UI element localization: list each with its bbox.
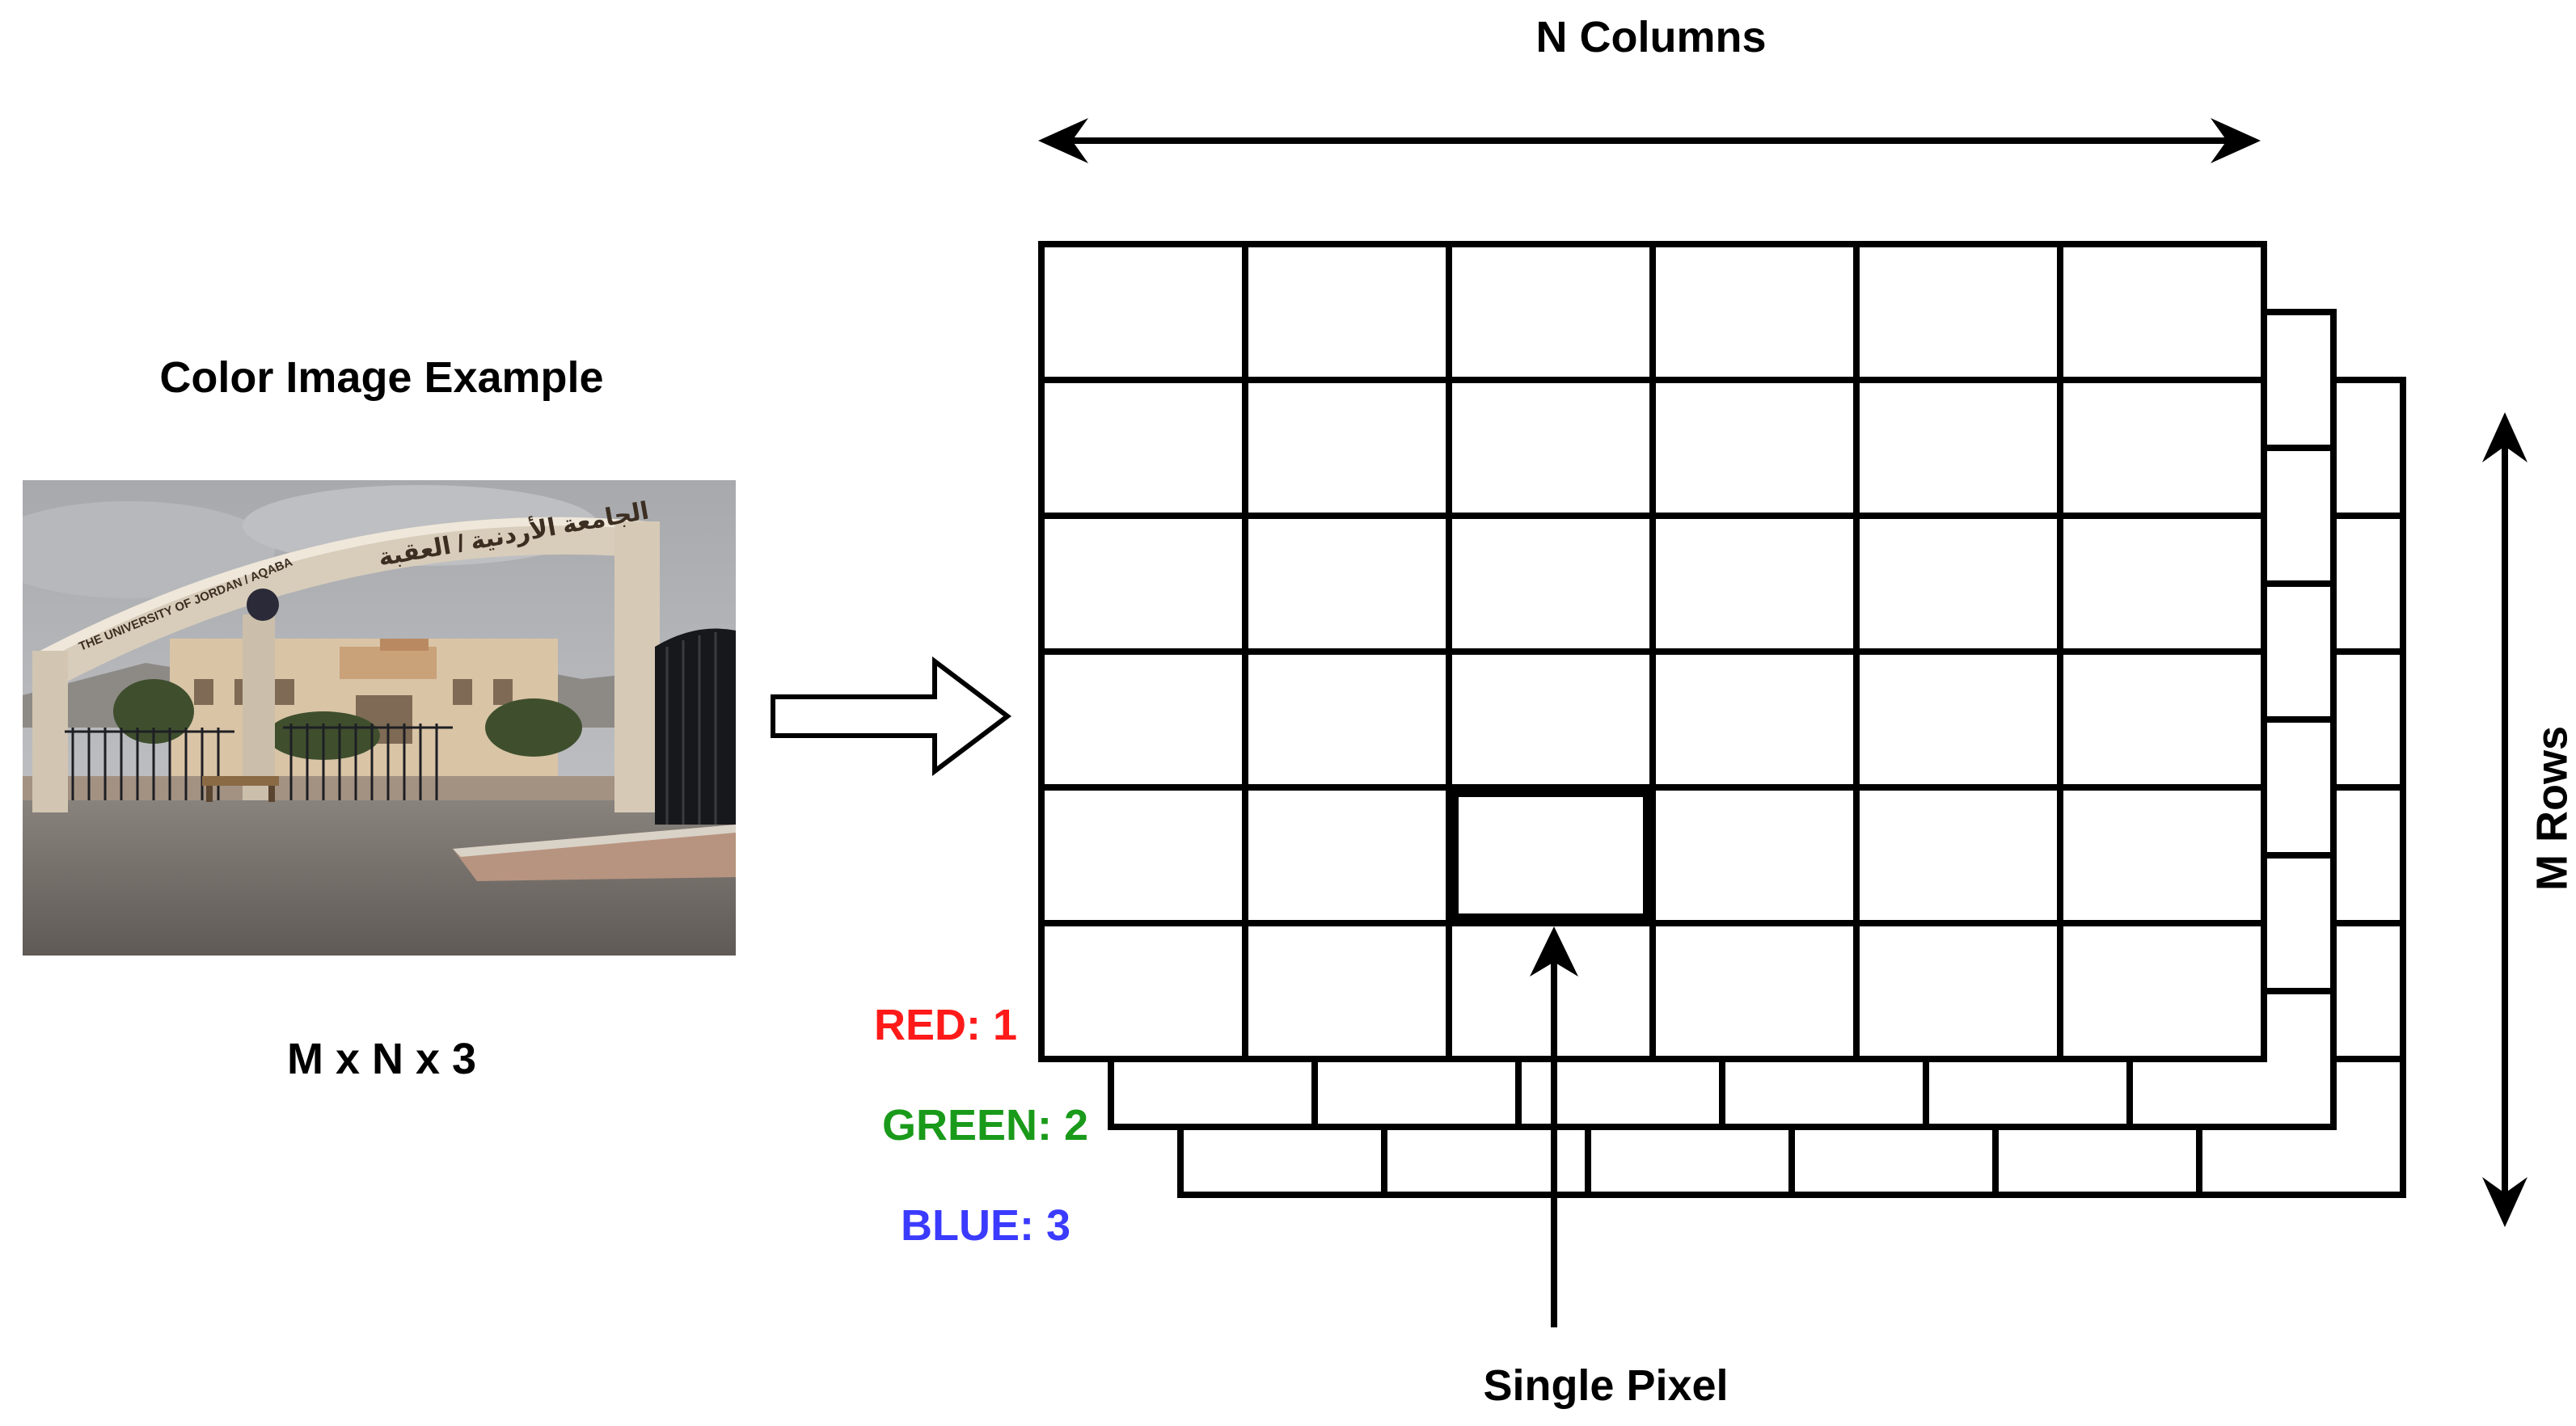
image-title: Color Image Example	[159, 353, 603, 402]
channel-grid-red	[1038, 241, 2267, 1062]
dimensions-label: M x N x 3	[287, 1035, 476, 1083]
channel-layers	[1038, 241, 2406, 1198]
rows-arrow	[2482, 412, 2527, 1227]
single-pixel-cell	[1449, 787, 1653, 923]
channel-label-green: GREEN: 2	[882, 1101, 1088, 1150]
pixel-pointer-arrow	[1530, 926, 1578, 1327]
single-pixel-label: Single Pixel	[1483, 1361, 1728, 1410]
channel-label-blue: BLUE: 3	[901, 1201, 1071, 1250]
m-rows-label: M Rows	[2527, 726, 2576, 891]
hollow-arrow-icon	[771, 656, 1011, 777]
campus-photo: THE UNIVERSITY OF JORDAN / AQABA الجامعة…	[23, 480, 736, 956]
columns-arrow	[1038, 118, 2261, 163]
n-columns-label: N Columns	[1535, 13, 1766, 61]
channel-label-red: RED: 1	[874, 1001, 1017, 1049]
